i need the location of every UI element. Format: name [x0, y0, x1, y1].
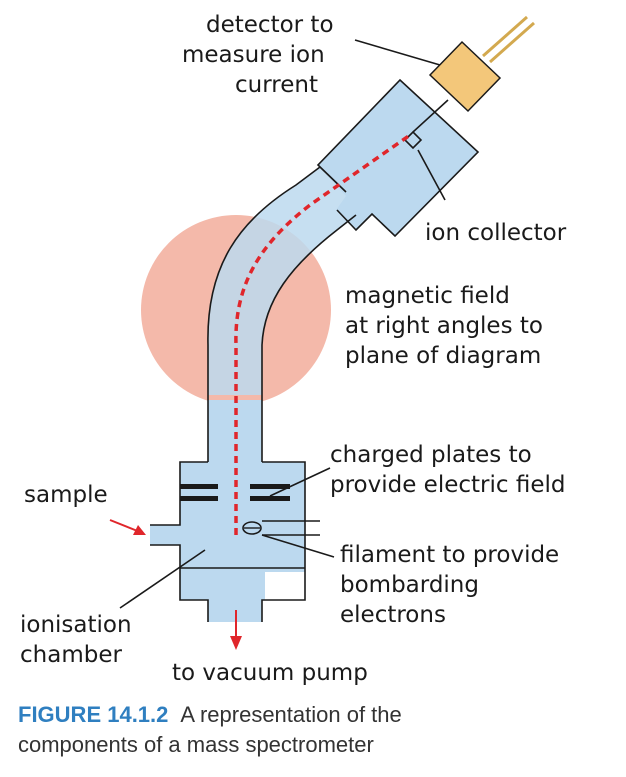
label-filament: filament to provide bombarding electrons [340, 542, 567, 628]
label-ion-collector: ion collector [425, 220, 567, 246]
detector-housing [318, 80, 478, 236]
ion-collector-wire [412, 99, 449, 133]
detector-housing-outline [316, 78, 480, 238]
leader-charged-plates [269, 467, 331, 497]
label-detector: detector to measure ion current [182, 12, 341, 98]
leader-ion-collector [417, 149, 446, 201]
flight-tube-outline-right [261, 214, 357, 462]
vacuum-pump-arrow [230, 610, 242, 650]
figure-number: FIGURE 14.1.2 [18, 702, 168, 727]
label-ionisation-chamber: ionisation chamber [20, 612, 139, 668]
ionisation-chamber-body [150, 400, 305, 622]
leader-detector [354, 39, 441, 66]
caption-line-1: A representation of the [180, 702, 401, 727]
charged-plates [180, 484, 290, 501]
label-vacuum-pump: to vacuum pump [172, 660, 368, 686]
detector [428, 15, 535, 113]
label-charged-plates: charged plates to provide electric field [330, 442, 565, 498]
sample-arrow [109, 519, 146, 535]
filament [242, 520, 320, 536]
leader-ionisation-chamber [119, 549, 206, 609]
ionisation-chamber-outline [150, 461, 306, 622]
label-sample: sample [24, 482, 108, 508]
leader-filament [261, 534, 335, 558]
label-magnetic-field: magnetic field at right angles to plane … [345, 283, 550, 369]
ion-collector [403, 130, 423, 150]
flight-tube-outline-left [207, 166, 321, 462]
caption-line-2: components of a mass spectrometer [18, 732, 374, 757]
figure-caption: FIGURE 14.1.2 A representation of the co… [18, 702, 406, 757]
